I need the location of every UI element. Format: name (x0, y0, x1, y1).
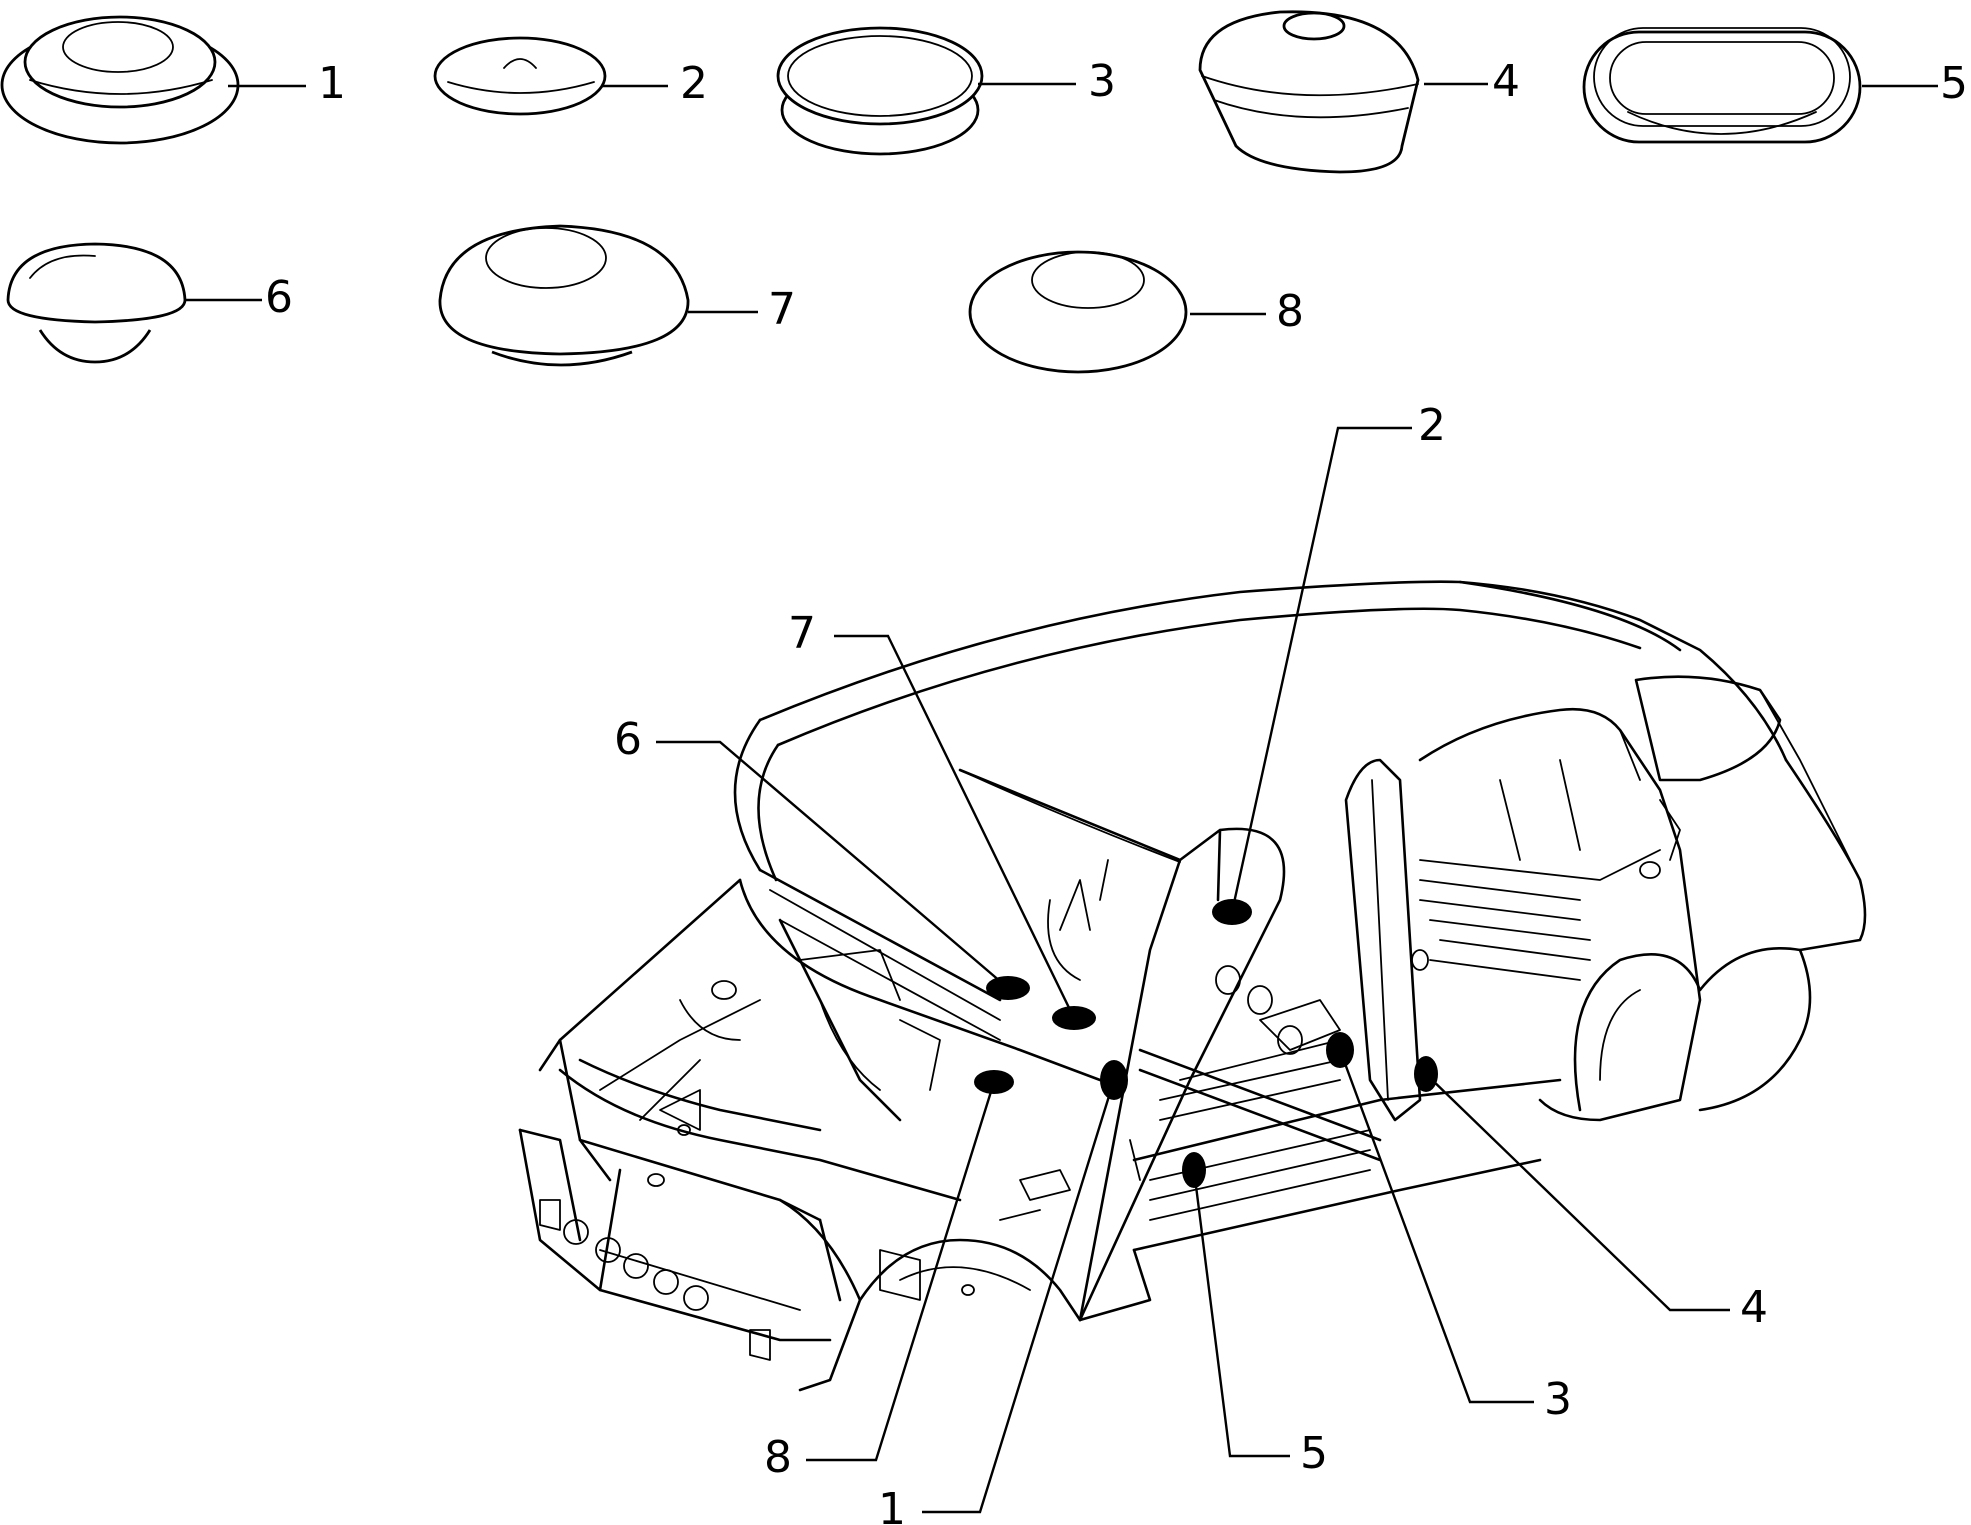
callout-4-leader (1425, 1073, 1730, 1312)
part-8-label: 8 (1276, 286, 1304, 337)
callout-8-label: 8 (764, 1432, 792, 1483)
part-6-grommet (6, 242, 187, 364)
part-2-label: 2 (680, 58, 708, 109)
callout-1-label: 1 (878, 1484, 906, 1525)
part-1-grommet (0, 15, 240, 145)
callout-5-leader (1192, 1169, 1290, 1458)
callout-2-label: 2 (1418, 400, 1446, 451)
callout-7-label: 7 (788, 608, 816, 659)
part-1-label: 1 (318, 58, 346, 109)
part-7-label: 7 (768, 284, 796, 335)
part-3-grommet (776, 26, 984, 156)
car-body-shell (518, 580, 1867, 1392)
part-4-grommet (1198, 10, 1420, 174)
callout-3-leader (1338, 1049, 1534, 1404)
part-5-grommet (1582, 27, 1862, 144)
callout-6-leader (656, 740, 1009, 989)
part-4-label: 4 (1492, 56, 1520, 107)
callout-3-label: 3 (1544, 1374, 1572, 1425)
callout-1-leader (922, 1079, 1116, 1514)
part-7-grommet (438, 224, 690, 367)
part-2-grommet (433, 36, 607, 116)
callout-5-label: 5 (1300, 1428, 1328, 1479)
callout-2-leader (1230, 426, 1412, 913)
callout-7-leader (834, 634, 1076, 1019)
callout-8-leader (806, 1081, 996, 1462)
callout-4-label: 4 (1740, 1282, 1768, 1333)
part-6-label: 6 (265, 272, 293, 323)
callout-6-label: 6 (614, 714, 642, 765)
part-8-grommet (968, 250, 1188, 374)
part-5-label: 5 (1940, 58, 1968, 109)
part-3-label: 3 (1088, 56, 1116, 107)
